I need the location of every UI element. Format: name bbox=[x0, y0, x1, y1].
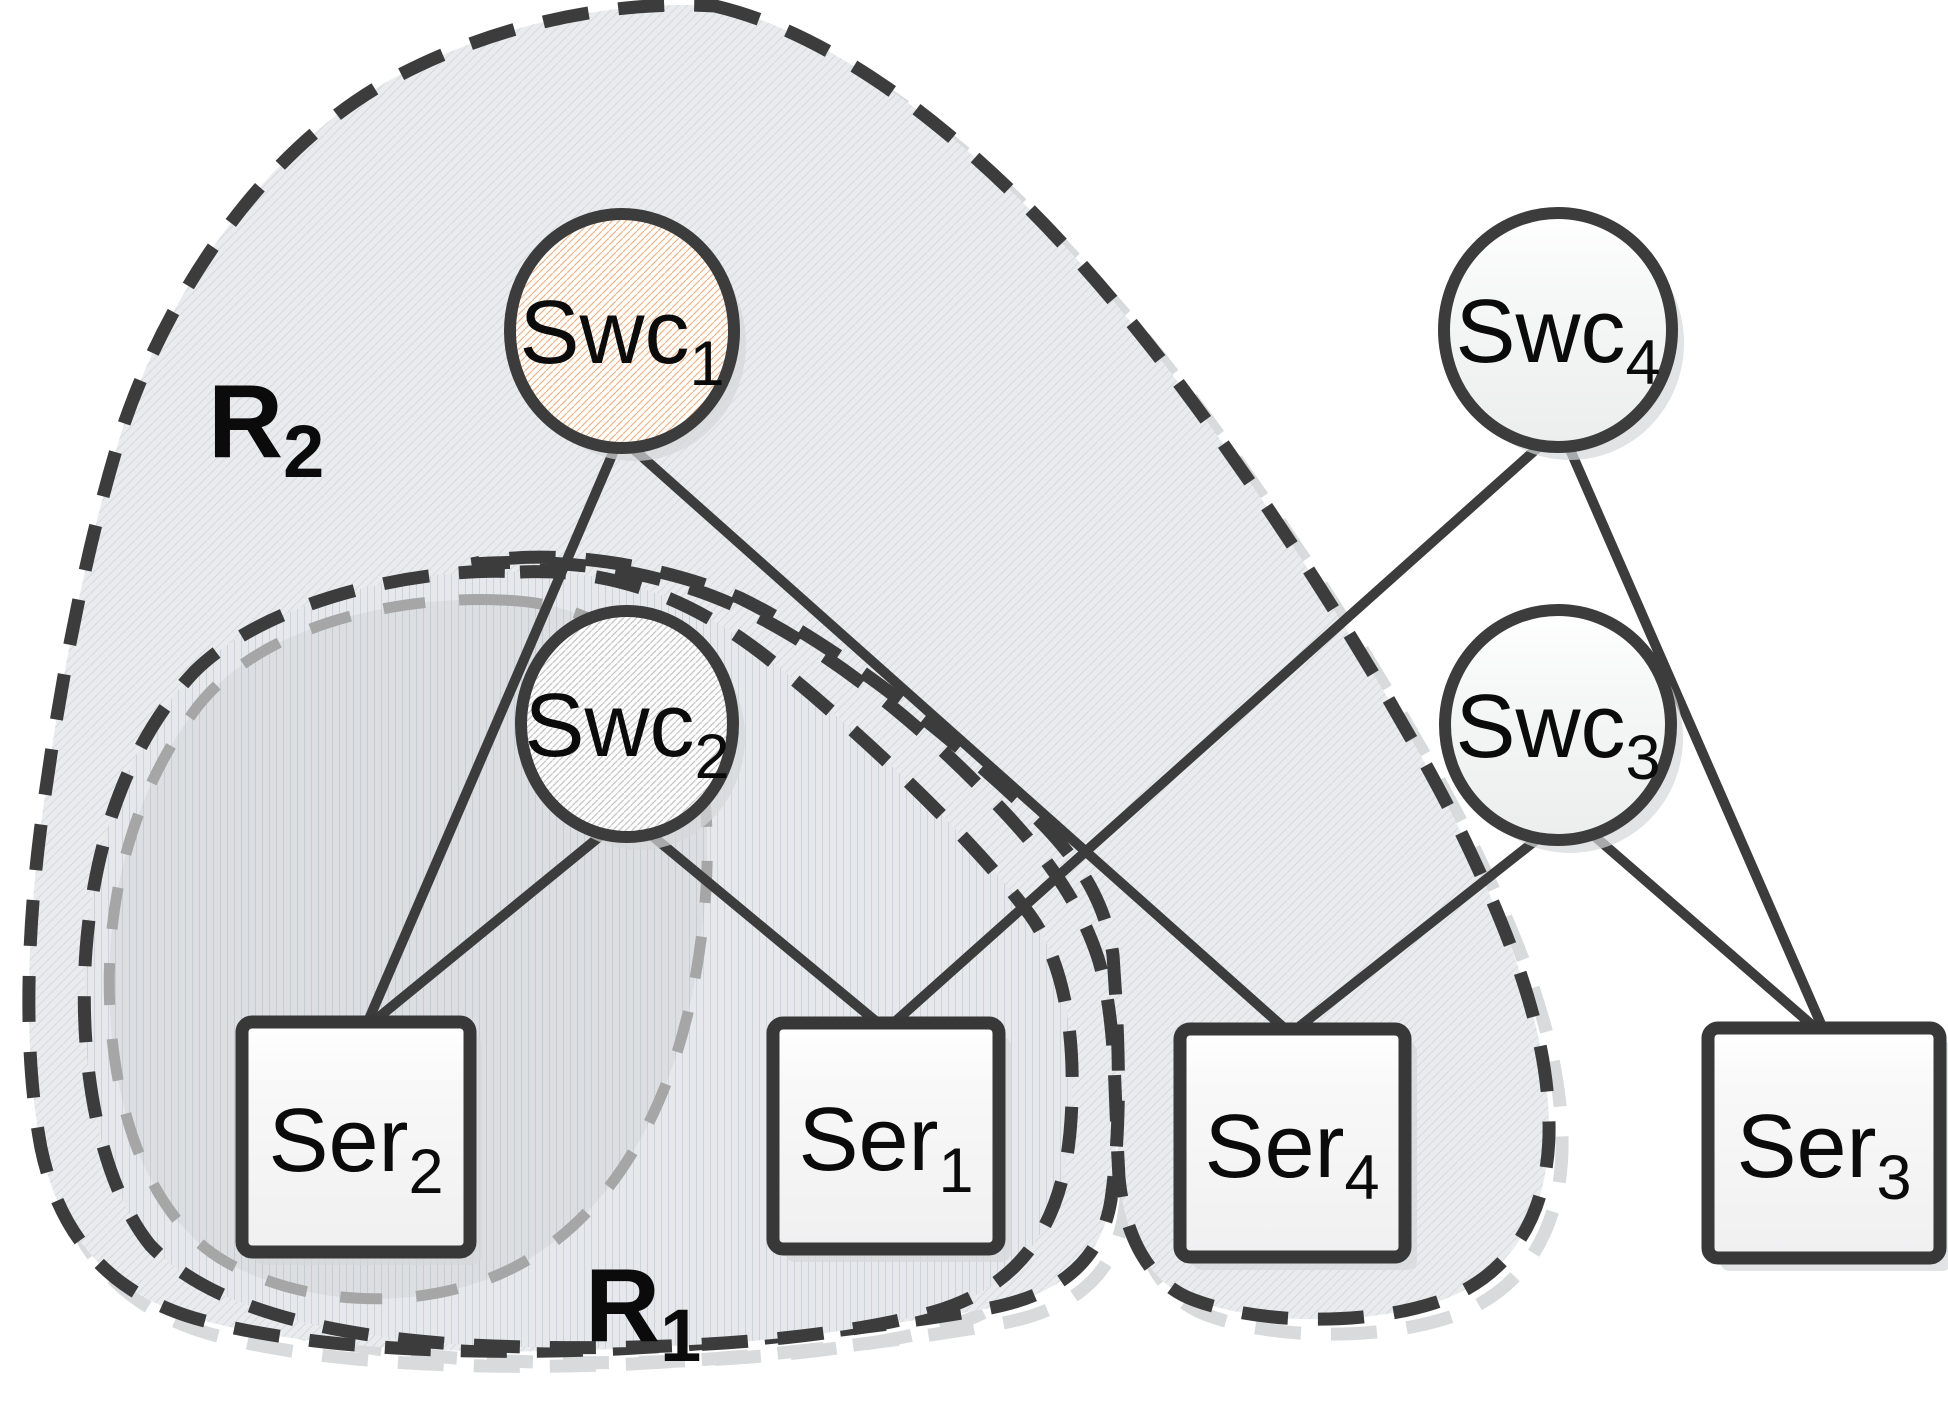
swc4-circle bbox=[1438, 207, 1678, 453]
ser4-label: Ser4 bbox=[1204, 1097, 1379, 1213]
node-swc3: Swc3 bbox=[1439, 604, 1677, 846]
node-swc4: Swc4 bbox=[1438, 207, 1678, 453]
node-swc1: Swc1 bbox=[504, 208, 740, 454]
swc4-label: Swc4 bbox=[1455, 282, 1660, 398]
swc3-label: Swc3 bbox=[1455, 677, 1660, 793]
swc1-label: Swc1 bbox=[519, 283, 724, 399]
edge-swc1-ser2 bbox=[361, 441, 621, 1031]
region-r2-label: R2 bbox=[208, 364, 324, 493]
swc1-circle bbox=[504, 208, 740, 454]
node-swc2: Swc2 bbox=[515, 605, 739, 843]
edge-swc3-ser4 bbox=[1285, 832, 1545, 1039]
ser1-box bbox=[766, 1016, 1006, 1256]
ser1-label: Ser1 bbox=[798, 1090, 973, 1206]
edge-swc4-ser3 bbox=[1563, 440, 1829, 1036]
ser4-box bbox=[1173, 1022, 1412, 1264]
ser3-box bbox=[1701, 1021, 1947, 1265]
region-r1-label: R1 bbox=[585, 1248, 701, 1377]
swc2-label: Swc2 bbox=[524, 676, 729, 792]
edge-swc1-ser4 bbox=[625, 441, 1297, 1040]
ser2-box bbox=[235, 1015, 477, 1259]
edge-swc3-ser3 bbox=[1587, 829, 1825, 1037]
node-ser4: Ser4 bbox=[1173, 1022, 1412, 1264]
swc3-circle bbox=[1439, 604, 1677, 846]
swc2-circle bbox=[515, 605, 739, 843]
node-ser2: Ser2 bbox=[235, 1015, 477, 1259]
edge-swc4-ser1 bbox=[883, 439, 1547, 1033]
edge-swc2-ser2 bbox=[363, 828, 609, 1031]
ser2-label: Ser2 bbox=[268, 1091, 443, 1207]
node-ser1: Ser1 bbox=[766, 1016, 1006, 1256]
edges bbox=[361, 439, 1829, 1040]
ser3-label: Ser3 bbox=[1736, 1097, 1911, 1213]
edge-swc2-ser1 bbox=[645, 829, 889, 1033]
node-ser3: Ser3 bbox=[1701, 1021, 1947, 1265]
